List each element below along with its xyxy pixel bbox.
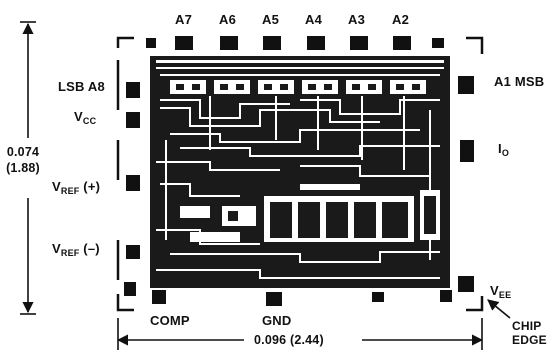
bond-pad-a2 bbox=[393, 36, 411, 50]
pin-label-a2: A2 bbox=[392, 12, 410, 27]
height-dimension-label: 0.074 (1.88) bbox=[0, 146, 46, 174]
bond-pad-gnd bbox=[266, 292, 282, 306]
bond-pad-a4 bbox=[307, 36, 325, 50]
height-dimension-inches: 0.074 bbox=[6, 145, 40, 159]
bond-pad-a6 bbox=[220, 36, 238, 50]
pin-label-comp: COMP bbox=[150, 313, 190, 328]
bond-pad-a7 bbox=[175, 36, 193, 50]
bond-pad-a8 bbox=[126, 82, 140, 98]
die-circuitry bbox=[150, 56, 450, 288]
chip-edge-outline bbox=[116, 36, 484, 312]
width-dimension-label: 0.096 (2.44) bbox=[254, 333, 324, 347]
pin-label-vref-neg: VREF (–) bbox=[52, 241, 100, 258]
bond-pad-vref-pos bbox=[126, 175, 140, 191]
bond-pad-io bbox=[460, 140, 474, 162]
bond-pad-vee bbox=[458, 276, 474, 292]
bond-pads bbox=[124, 36, 474, 306]
pin-label-vcc: VCC bbox=[74, 109, 97, 126]
pin-label-vref-pos: VREF (+) bbox=[52, 179, 101, 196]
bond-pad-a1 bbox=[458, 76, 474, 94]
pin-label-a5: A5 bbox=[262, 12, 280, 27]
pin-label-gnd: GND bbox=[262, 313, 292, 328]
chip-edge-label: CHIP EDGE bbox=[512, 320, 547, 346]
height-dimension-line bbox=[20, 21, 36, 315]
bond-pad-a3 bbox=[350, 36, 368, 50]
width-dimension-line bbox=[116, 318, 484, 350]
bond-pad-comp bbox=[152, 290, 166, 304]
height-dimension-mm: (1.88) bbox=[6, 160, 40, 175]
pin-label-a3: A3 bbox=[348, 12, 366, 27]
chip-edge-arrow bbox=[487, 299, 511, 319]
chip-edge-line2: EDGE bbox=[512, 333, 547, 347]
chip-edge-line1: CHIP bbox=[512, 319, 542, 333]
pin-label-vee: VEE bbox=[490, 283, 512, 300]
pin-label-a6: A6 bbox=[219, 12, 237, 27]
bond-pad-a5 bbox=[263, 36, 281, 50]
pin-label-lsb-a8: LSB A8 bbox=[58, 79, 105, 94]
pin-label-a1-msb: A1 MSB bbox=[494, 74, 545, 89]
bond-pad-vref-neg bbox=[126, 245, 140, 259]
pin-label-a4: A4 bbox=[305, 12, 323, 27]
bond-pad-vcc bbox=[126, 112, 140, 128]
pin-label-a7: A7 bbox=[175, 12, 193, 27]
pin-label-io: IO bbox=[498, 141, 510, 158]
